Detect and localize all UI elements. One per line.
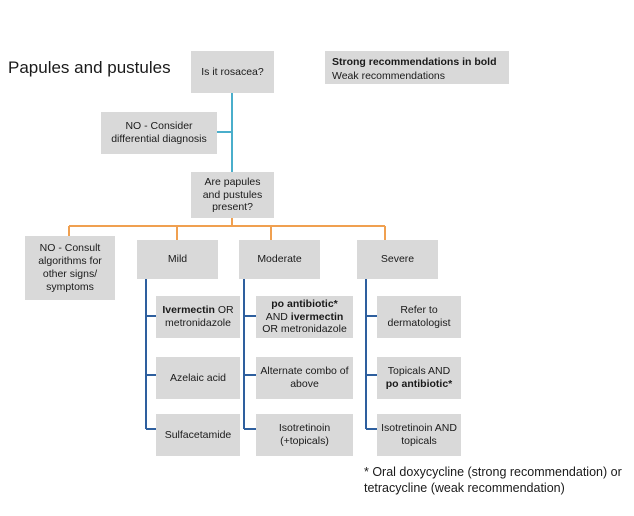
node-severe-isotretinoin-label: Isotretinoin AND topicals xyxy=(381,422,457,447)
node-moderate-isotretinoin-label: Isotretinoin (+topicals) xyxy=(278,422,331,447)
node-papules-question-label: Are papules and pustules present? xyxy=(202,175,263,214)
sev-antibiotic-bold: po antibiotic* xyxy=(385,378,453,390)
node-papules-question: Are papules and pustules present? xyxy=(191,172,274,218)
node-severe: Severe xyxy=(357,240,438,279)
mod-ivermectin-bold: ivermectin xyxy=(290,310,344,323)
node-mild-label: Mild xyxy=(167,253,188,266)
mod-rest: OR metronidazole xyxy=(262,323,347,336)
node-no-papules-label: NO - Consult algorithms for other signs/… xyxy=(38,242,102,293)
node-severe-label: Severe xyxy=(380,253,415,266)
node-severe-topicals-label: Topicals AND po antibiotic* xyxy=(381,365,457,391)
node-mild-ivermectin-label: Ivermectin OR metronidazole xyxy=(160,304,236,330)
node-moderate-isotretinoin: Isotretinoin (+topicals) xyxy=(256,414,353,456)
node-moderate-alternate-label: Alternate combo of above xyxy=(260,365,349,390)
mild-ivermectin-rest: OR metronidazole xyxy=(165,304,234,329)
mod-antibiotic-bold: po antibiotic* xyxy=(271,297,338,310)
node-mild-sulfacetamide-label: Sulfacetamide xyxy=(164,428,232,441)
sev-topicals-pre: Topicals AND xyxy=(387,365,451,378)
node-no-rosacea: NO - Consider differential diagnosis xyxy=(101,112,217,154)
node-no-papules: NO - Consult algorithms for other signs/… xyxy=(25,236,115,300)
node-mild-azelaic: Azelaic acid xyxy=(156,357,240,399)
node-moderate-antibiotic-label: po antibiotic* AND ivermectin OR metroni… xyxy=(260,298,349,336)
node-mild-ivermectin: Ivermectin OR metronidazole xyxy=(156,296,240,338)
node-severe-isotretinoin: Isotretinoin AND topicals xyxy=(377,414,461,456)
node-moderate-antibiotic: po antibiotic* AND ivermectin OR metroni… xyxy=(256,296,353,338)
page-title: Papules and pustules xyxy=(8,58,171,77)
mod-and: AND xyxy=(265,310,291,323)
node-no-rosacea-label: NO - Consider differential diagnosis xyxy=(111,120,207,145)
node-mild-sulfacetamide: Sulfacetamide xyxy=(156,414,240,456)
node-moderate: Moderate xyxy=(239,240,320,279)
footnote: * Oral doxycycline (strong recommendatio… xyxy=(364,465,622,496)
node-severe-refer: Refer to dermatologist xyxy=(377,296,461,338)
node-severe-refer-label: Refer to dermatologist xyxy=(387,304,451,329)
legend-weak: Weak recommendations xyxy=(332,70,446,83)
node-mild-azelaic-label: Azelaic acid xyxy=(169,371,227,384)
node-moderate-label: Moderate xyxy=(257,253,302,266)
node-moderate-alternate: Alternate combo of above xyxy=(256,357,353,399)
legend-strong: Strong recommendations in bold xyxy=(332,56,497,68)
node-severe-topicals: Topicals AND po antibiotic* xyxy=(377,357,461,399)
legend-box: Strong recommendations in bold Weak reco… xyxy=(325,51,509,84)
node-is-rosacea: Is it rosacea? xyxy=(191,51,274,93)
mild-ivermectin-bold: Ivermectin xyxy=(162,304,215,317)
node-mild: Mild xyxy=(137,240,218,279)
node-is-rosacea-label: Is it rosacea? xyxy=(201,65,264,78)
